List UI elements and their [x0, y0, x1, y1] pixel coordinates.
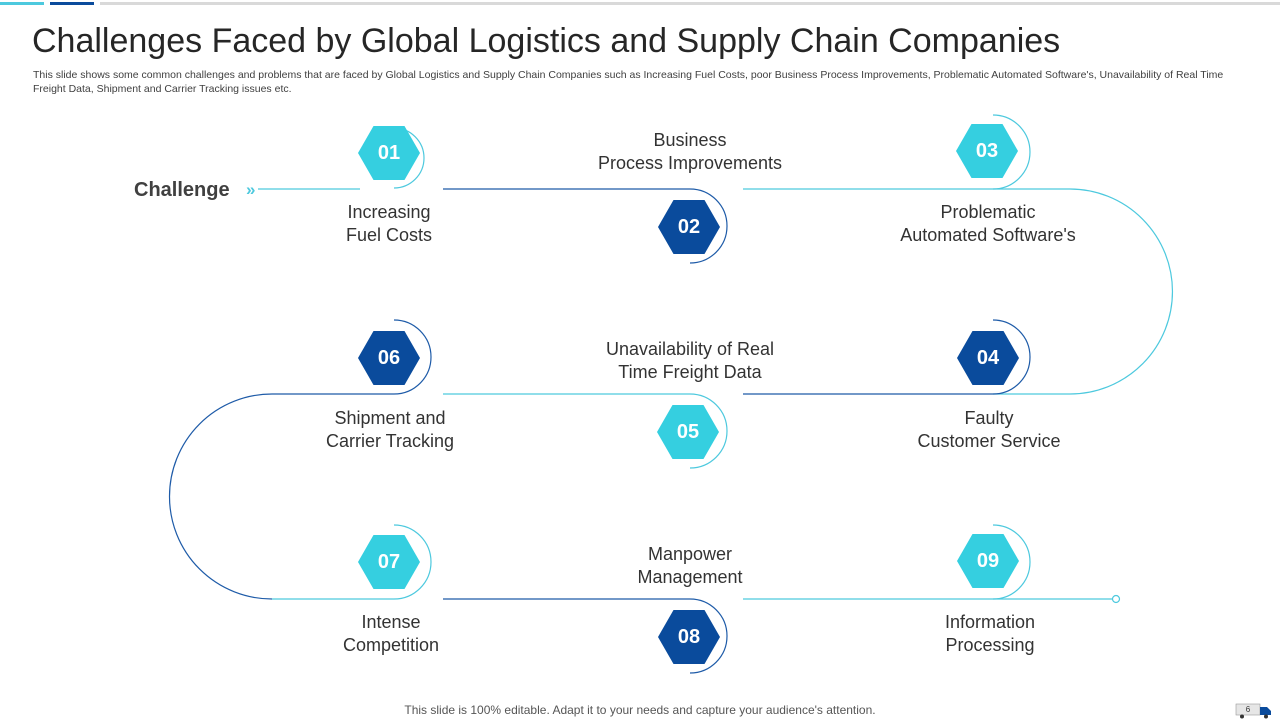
slide-title: Challenges Faced by Global Logistics and…: [32, 22, 1061, 60]
step-03-label: Problematic Automated Software's: [900, 202, 1076, 245]
step-06-label: Shipment and Carrier Tracking: [325, 408, 455, 451]
step-07-badge: 07: [358, 535, 420, 589]
step-01-label: Increasing Fuel Costs: [345, 202, 433, 245]
chevron-right-icon: »: [246, 180, 256, 199]
step-07-label: Intense Competition: [342, 612, 440, 655]
accent-bar-gray: [100, 2, 1280, 5]
truck-icon: 6: [1235, 703, 1271, 719]
step-02-label: Business Process Improvements: [597, 130, 783, 173]
accent-bar-blue: [50, 2, 94, 5]
step-08-label: Manpower Management: [637, 544, 743, 587]
step-06-badge: 06: [358, 331, 420, 385]
step-05-label: Unavailability of Real Time Freight Data: [605, 339, 775, 382]
slide-subtitle: This slide shows some common challenges …: [33, 69, 1224, 95]
accent-bar-teal: [0, 2, 44, 5]
challenge-start-label: Challenge: [134, 179, 230, 201]
step-09-label: Information Processing: [944, 612, 1036, 655]
step-01-badge: 01: [358, 126, 420, 180]
slide-footer-note: This slide is 100% editable. Adapt it to…: [404, 703, 876, 717]
page-number: 6: [1246, 705, 1251, 714]
step-04-label: Faulty Customer Service: [917, 408, 1061, 451]
